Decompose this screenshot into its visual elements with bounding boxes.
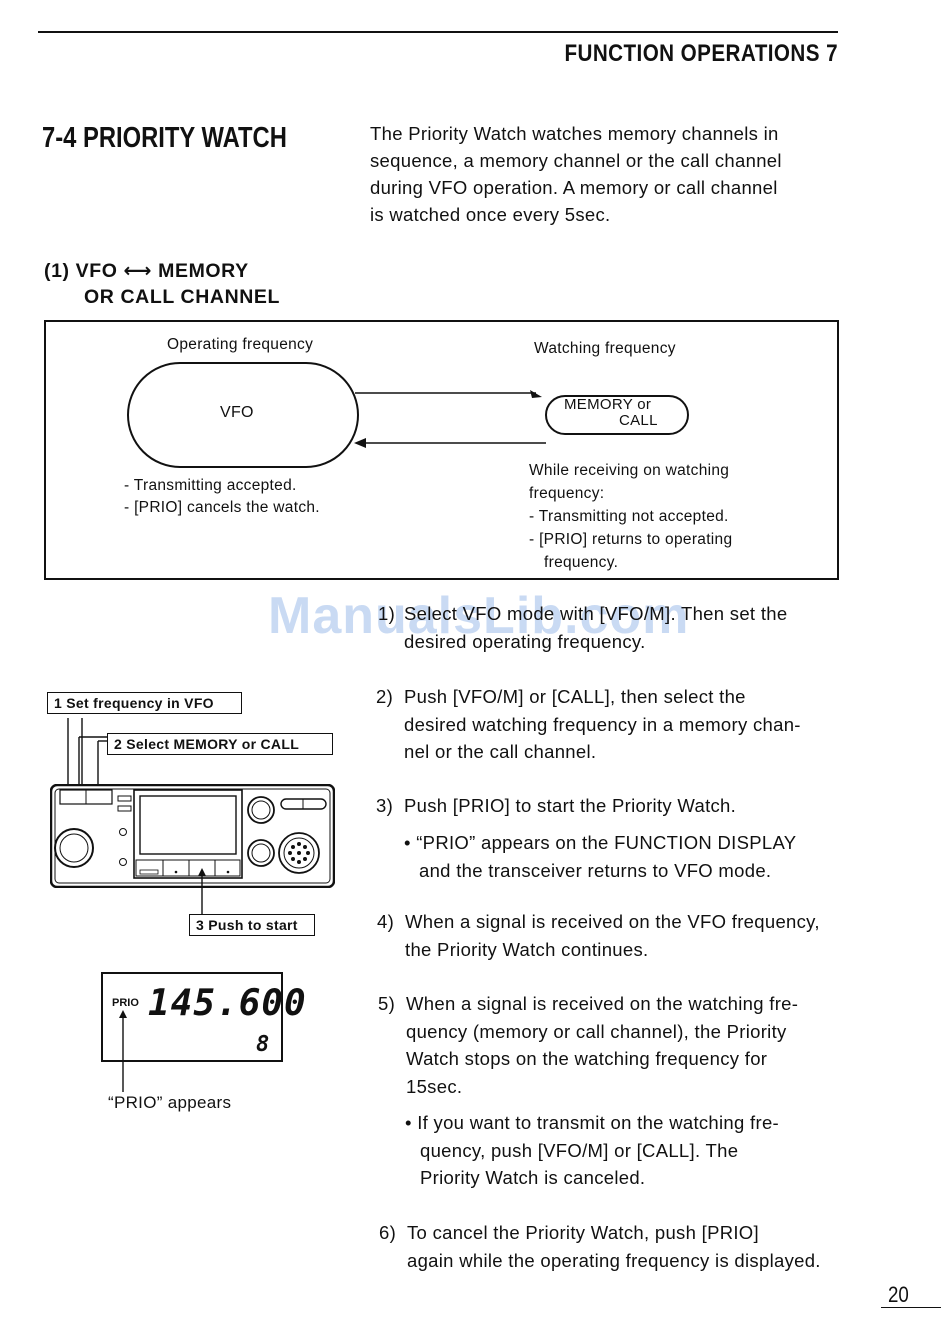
step-line: quency (memory or call channel), the Pri… <box>406 1020 787 1042</box>
step-line: 15sec. <box>406 1075 463 1097</box>
page-number: 20 <box>888 1282 909 1307</box>
step-1: 1) Select VFO mode with [VFO/M]. Then se… <box>378 600 848 655</box>
step-3-bullet: • “PRIO” appears on the FUNCTION DISPLAY… <box>404 829 854 884</box>
intro-line: sequence, a memory channel or the call c… <box>370 150 782 171</box>
bullet-line: quency, push [VFO/M] or [CALL]. The <box>420 1139 739 1161</box>
call-label-line: CALL <box>619 412 658 429</box>
step-number: 3) <box>376 795 394 816</box>
operating-frequency-label: Operating frequency <box>167 336 314 353</box>
prio-pointer-arrow <box>119 1010 127 1092</box>
step-line: Select VFO mode with [VFO/M]. Then set t… <box>404 603 788 624</box>
bullet-line: • If you want to transmit on the watchin… <box>405 1112 779 1133</box>
push-leader-line <box>198 868 206 916</box>
callout-set-frequency: 1 Set frequency in VFO <box>47 692 242 714</box>
step-line: nel or the call channel. <box>404 741 597 762</box>
left-notes: - Transmitting accepted. - [PRIO] cancel… <box>124 475 320 519</box>
step-line: Push [PRIO] to start the Priority Watch. <box>404 795 737 816</box>
note-line: - Transmitting not accepted. <box>529 508 729 525</box>
bullet-line: • “PRIO” appears on the FUNCTION DISPLAY <box>404 832 797 853</box>
vfo-bubble <box>127 362 359 468</box>
callout-push-to-start: 3 Push to start <box>189 914 315 936</box>
step-number: 4) <box>377 911 395 932</box>
step-line: When a signal is received on the watchin… <box>406 993 799 1014</box>
step-number: 2) <box>376 686 394 707</box>
step-line: Watch stops on the watching frequency fo… <box>406 1048 768 1069</box>
intro-line: is watched once every 5sec. <box>370 204 611 225</box>
callout-select-memory: 2 Select MEMORY or CALL <box>107 733 333 755</box>
step-3: 3) Push [PRIO] to start the Priority Wat… <box>376 792 846 820</box>
step-5-bullet: • If you want to transmit on the watchin… <box>405 1109 850 1192</box>
callout-leader-lines <box>67 718 107 791</box>
step-line: Push [VFO/M] or [CALL], then select the <box>404 686 746 707</box>
function-display <box>101 972 283 1062</box>
bullet-line: Priority Watch is canceled. <box>420 1167 646 1188</box>
intro-line: during VFO operation. A memory or call c… <box>370 177 778 198</box>
step-6: 6) To cancel the Priority Watch, push [P… <box>379 1219 859 1274</box>
prio-indicator: PRIO <box>112 997 139 1009</box>
note-line: - Transmitting accepted. <box>124 477 297 494</box>
bullet-line: and the transceiver returns to VFO mode. <box>419 859 772 881</box>
step-line: desired watching frequency in a memory c… <box>404 713 801 735</box>
step-2: 2) Push [VFO/M] or [CALL], then select t… <box>376 683 846 766</box>
channel-readout: 8 <box>256 1032 270 1057</box>
watermark: ManualsLib.com <box>268 587 690 645</box>
note-line: frequency. <box>544 554 619 571</box>
intro-paragraph: The Priority Watch watches memory channe… <box>370 120 835 228</box>
step-number: 6) <box>379 1222 397 1243</box>
step-line: the Priority Watch continues. <box>405 938 649 960</box>
step-line: When a signal is received on the VFO fre… <box>405 911 820 932</box>
transceiver-front-panel <box>50 784 335 888</box>
note-line: - [PRIO] returns to operating <box>529 531 733 548</box>
memory-call-bubble <box>545 395 689 435</box>
step-4: 4) When a signal is received on the VFO … <box>377 908 857 963</box>
note-line: frequency: <box>529 485 605 502</box>
top-rule <box>38 31 838 33</box>
step-line: desired operating frequency. <box>404 630 646 652</box>
vfo-label: VFO <box>220 404 254 421</box>
subsection-title: (1) VFO ⟷ MEMORY <box>44 260 249 282</box>
step-line: To cancel the Priority Watch, push [PRIO… <box>407 1222 759 1243</box>
step-line: again while the operating frequency is d… <box>407 1249 821 1271</box>
note-line: While receiving on watching <box>529 462 730 479</box>
step-number: 1) <box>378 603 396 624</box>
memory-label-line: MEMORY or <box>564 396 652 413</box>
subsection-title-line2: OR CALL CHANNEL <box>84 286 281 308</box>
diagram-arrows <box>354 390 546 448</box>
step-5: 5) When a signal is received on the watc… <box>378 990 848 1100</box>
running-head: FUNCTION OPERATIONS 7 <box>564 40 838 67</box>
watching-frequency-label: Watching frequency <box>534 340 676 357</box>
frequency-readout: 145.600 <box>148 983 307 1024</box>
section-title: 7-4 PRIORITY WATCH <box>42 122 287 154</box>
step-number: 5) <box>378 993 396 1014</box>
prio-caption: “PRIO” appears <box>108 1093 232 1112</box>
right-notes: While receiving on watching frequency: -… <box>529 459 732 574</box>
intro-line: The Priority Watch watches memory channe… <box>370 123 779 144</box>
memory-call-label: MEMORY or CALL <box>564 397 658 429</box>
watch-diagram <box>44 320 839 580</box>
page-number-rule <box>881 1307 941 1308</box>
note-line: - [PRIO] cancels the watch. <box>124 499 320 516</box>
